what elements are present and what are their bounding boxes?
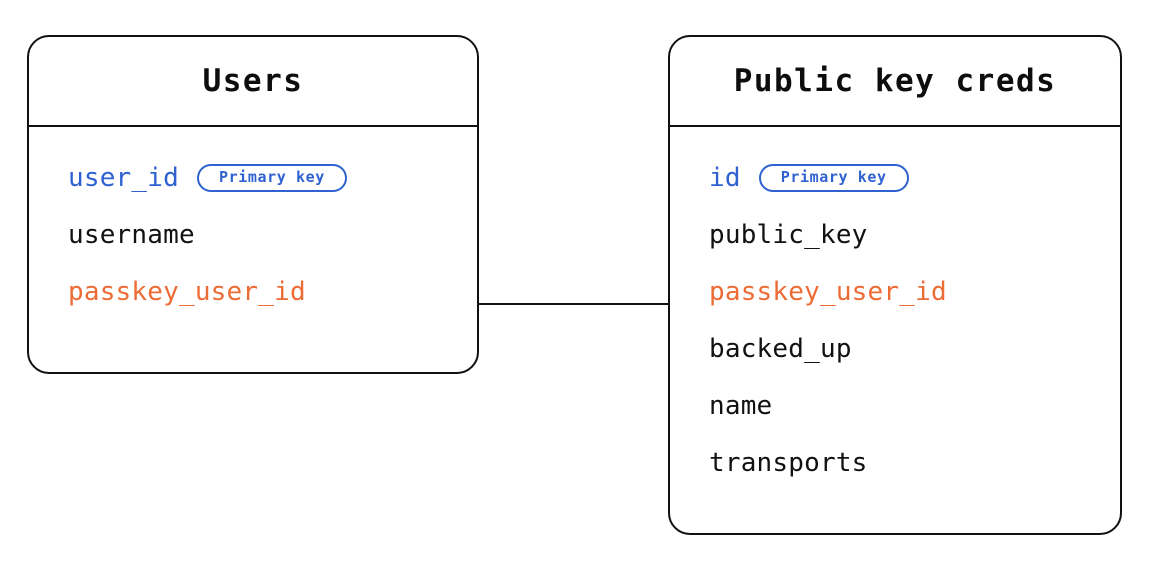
field-name-transports: transports xyxy=(709,448,868,478)
field-row[interactable]: passkey_user_id xyxy=(709,275,1120,309)
field-row[interactable]: transports xyxy=(709,446,1120,480)
field-name-passkey-user-id: passkey_user_id xyxy=(709,277,947,307)
entity-public-key-creds[interactable]: Public key creds id Primary key public_k… xyxy=(668,35,1122,535)
primary-key-badge: Primary key xyxy=(196,164,347,192)
field-row[interactable]: public_key xyxy=(709,218,1120,252)
field-name-passkey-user-id: passkey_user_id xyxy=(68,277,306,307)
field-name-public-key: public_key xyxy=(709,220,868,250)
entity-users-header: Users xyxy=(29,37,477,127)
field-name-id: id xyxy=(709,163,741,193)
primary-key-badge-label: Primary key xyxy=(780,168,887,186)
field-row[interactable]: passkey_user_id xyxy=(68,275,477,309)
field-row[interactable]: username xyxy=(68,218,477,252)
entity-public-key-creds-header: Public key creds xyxy=(670,37,1120,127)
field-row[interactable]: id Primary key xyxy=(709,161,1120,195)
relationship-connector-users-to-creds xyxy=(478,303,670,305)
field-row[interactable]: user_id Primary key xyxy=(68,161,477,195)
field-row[interactable]: backed_up xyxy=(709,332,1120,366)
field-row[interactable]: name xyxy=(709,389,1120,423)
primary-key-badge-label: Primary key xyxy=(218,168,325,186)
entity-users[interactable]: Users user_id Primary key username passk… xyxy=(27,35,479,374)
primary-key-badge: Primary key xyxy=(758,164,909,192)
field-name-name: name xyxy=(709,391,773,421)
field-name-username: username xyxy=(68,220,195,250)
entity-public-key-creds-title: Public key creds xyxy=(733,63,1057,99)
entity-public-key-creds-field-list: id Primary key public_key passkey_user_i… xyxy=(670,127,1120,480)
field-name-user-id: user_id xyxy=(68,163,179,193)
field-name-backed-up: backed_up xyxy=(709,334,852,364)
entity-users-title: Users xyxy=(202,63,304,99)
entity-users-field-list: user_id Primary key username passkey_use… xyxy=(29,127,477,309)
